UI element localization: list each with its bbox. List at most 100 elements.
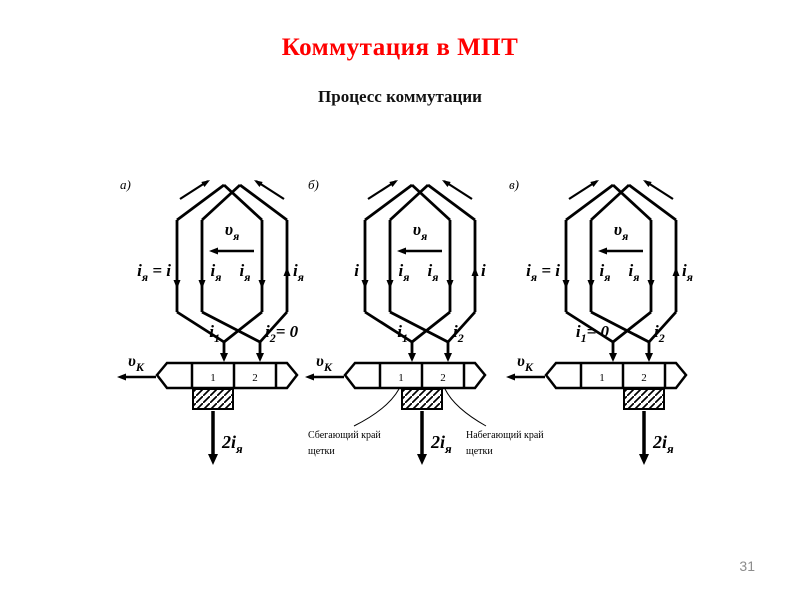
wire (223, 183, 263, 222)
wire (223, 310, 263, 344)
callout-leader (444, 388, 487, 427)
wire (628, 183, 677, 222)
wire (389, 310, 449, 344)
brush (401, 388, 443, 410)
brush-current-arrow-icon (639, 454, 649, 465)
wire (590, 310, 650, 344)
diagram-letter: в) (509, 177, 519, 192)
wire (647, 311, 678, 343)
current-arrow-icon (471, 267, 479, 276)
diagram-letter: б) (308, 177, 319, 192)
outer-right-current-label: i (481, 261, 486, 280)
current-arrow-icon (442, 180, 451, 187)
segment1-current-arrow-icon (220, 353, 228, 362)
segment2-current-arrow-icon (256, 353, 264, 362)
coil-loops (173, 180, 291, 362)
segment-1-label: 1 (398, 372, 404, 384)
wire (201, 310, 261, 344)
page-number: 31 (739, 558, 755, 574)
commutator-speed-label: υК (128, 353, 145, 374)
segment1-current-label: i1 (209, 322, 220, 345)
brush (192, 388, 234, 410)
commutator-speed-arrow-icon (305, 373, 314, 381)
leading-edge-callout: Набегающий край (466, 430, 544, 441)
current-arrow-icon (258, 280, 266, 289)
wire (176, 310, 225, 344)
segment2-current-arrow-icon (645, 353, 653, 362)
segment-1-label: 1 (599, 372, 605, 384)
current-arrow-icon (562, 280, 570, 289)
armature-speed-label: υя (413, 220, 428, 243)
current-arrow-icon (173, 280, 181, 289)
inner-right-current-label: iя (629, 261, 640, 284)
outer-left-current-label: iя = i (137, 261, 171, 284)
inner-left-current-label: iя (211, 261, 222, 284)
segment-2-label: 2 (641, 372, 647, 384)
segment-1-label: 1 (210, 372, 216, 384)
wire (411, 183, 451, 222)
segment1-current-label: i1= 0 (576, 322, 610, 345)
inner-right-current-label: iя (240, 261, 251, 284)
trailing-edge-callout: Сбегающий край (308, 430, 381, 441)
segment2-current-arrow-icon (444, 353, 452, 362)
wire (258, 311, 289, 343)
wire (565, 310, 614, 344)
current-arrow-icon (643, 180, 652, 187)
wire (411, 310, 451, 344)
commutator-speed-arrow-icon (506, 373, 515, 381)
armature-speed-label: υя (225, 220, 240, 243)
callout-leader (353, 388, 400, 427)
trailing-edge-callout: щетки (308, 446, 335, 457)
current-arrow-icon (386, 280, 394, 289)
inner-left-current-label: iя (399, 261, 410, 284)
wire (364, 310, 413, 344)
coil-loops (562, 180, 680, 362)
segment1-current-arrow-icon (408, 353, 416, 362)
current-arrow-icon (283, 267, 291, 276)
outer-left-current-label: i (354, 261, 359, 280)
current-arrow-icon (590, 180, 599, 187)
wire (446, 311, 477, 343)
current-arrow-icon (198, 280, 206, 289)
brush-current-arrow-icon (417, 454, 427, 465)
wire (239, 183, 288, 222)
wire (565, 183, 614, 222)
segment1-current-arrow-icon (609, 353, 617, 362)
armature-speed-label: υя (614, 220, 629, 243)
slide-title: Коммутация в МПТ (281, 34, 519, 61)
current-arrow-icon (389, 180, 398, 187)
brush-current-label: 2iя (221, 432, 243, 456)
brush-current-arrow-icon (208, 454, 218, 465)
wire (201, 183, 241, 222)
current-arrow-icon (587, 280, 595, 289)
coil-loops (361, 180, 479, 362)
diagram-letter: а) (120, 177, 131, 192)
wire (389, 183, 429, 222)
segment2-current-label: i2 (453, 322, 464, 345)
segment1-current-label: i1 (397, 322, 408, 345)
wire (612, 183, 652, 222)
current-arrow-icon (647, 280, 655, 289)
commutator-speed-label: υК (517, 353, 534, 374)
wire (176, 183, 225, 222)
segment-2-label: 2 (252, 372, 258, 384)
segment2-current-label: i2= 0 (265, 322, 299, 345)
brush (623, 388, 665, 410)
segment-2-label: 2 (440, 372, 446, 384)
slide-subtitle: Процесс коммутации (318, 87, 482, 106)
inner-left-current-label: iя (600, 261, 611, 284)
commutator-speed-label: υК (316, 353, 333, 374)
leading-edge-callout: щетки (466, 446, 493, 457)
brush-current-label: 2iя (430, 432, 452, 456)
outer-left-current-label: iя = i (526, 261, 560, 284)
current-arrow-icon (672, 267, 680, 276)
outer-right-current-label: iя (293, 261, 304, 284)
inner-right-current-label: iя (428, 261, 439, 284)
wire (590, 183, 630, 222)
